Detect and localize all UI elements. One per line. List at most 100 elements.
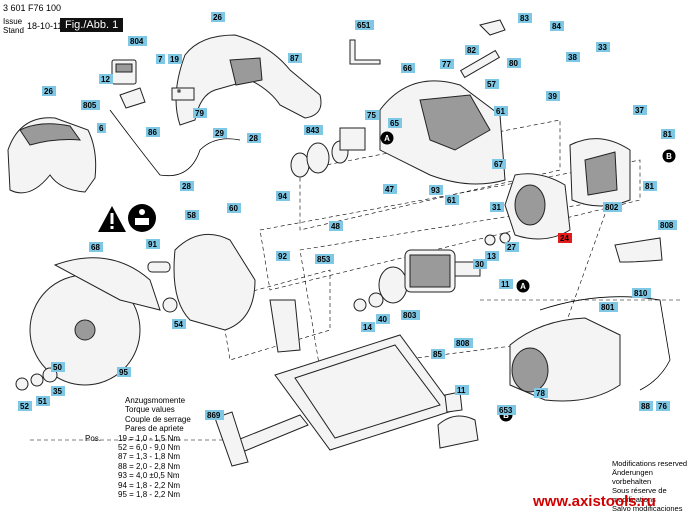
callout-label: 77 [440, 59, 454, 69]
svg-text:19: 19 [170, 55, 179, 64]
callout-label: 61 [494, 106, 508, 116]
top-handle [175, 34, 322, 126]
figure-label: Fig./Abb. 1 [60, 18, 124, 32]
callout-label: 82 [465, 45, 479, 55]
callout-label: 843 [304, 125, 323, 135]
brush-holder-housing [509, 317, 621, 402]
svg-text:31: 31 [492, 203, 501, 212]
svg-text:86: 86 [148, 128, 157, 137]
svg-text:76: 76 [658, 402, 667, 411]
callout-label: 61 [445, 195, 459, 205]
callout-label: 28 [247, 133, 261, 143]
svg-text:29: 29 [215, 129, 224, 138]
callout-label: 38 [566, 52, 580, 62]
torque-title-es: Pares de apriete [125, 424, 184, 434]
callout-label: 31 [490, 202, 504, 212]
modifications-note: Modifications reserved Änderungen vorbeh… [612, 459, 691, 513]
callout-label: 60 [227, 203, 241, 213]
svg-text:808: 808 [456, 339, 470, 348]
svg-text:48: 48 [331, 222, 340, 231]
svg-text:808: 808 [660, 221, 674, 230]
callout-label: 805 [81, 100, 100, 110]
callout-label: 67 [492, 159, 506, 169]
callout-label: 808 [658, 220, 677, 230]
svg-text:801: 801 [601, 303, 615, 312]
svg-text:40: 40 [378, 315, 387, 324]
saw-blade [29, 257, 161, 386]
lower-blade-guard [173, 233, 256, 331]
callout-label: 28 [180, 181, 194, 191]
svg-text:51: 51 [38, 397, 47, 406]
svg-text:67: 67 [494, 160, 503, 169]
svg-text:54: 54 [174, 320, 183, 329]
svg-text:869: 869 [207, 411, 221, 420]
modifications-en: Änderungen vorbehalten [612, 468, 653, 486]
svg-text:B: B [666, 152, 672, 161]
base-plate [269, 299, 456, 451]
svg-text:68: 68 [91, 243, 100, 252]
svg-text:26: 26 [44, 87, 53, 96]
svg-text:28: 28 [249, 134, 258, 143]
callout-label: 88 [639, 401, 653, 411]
warning-triangle-icon [98, 206, 126, 232]
callout-label: 66 [401, 63, 415, 73]
armature [378, 249, 481, 304]
svg-text:91: 91 [148, 240, 157, 249]
svg-text:33: 33 [598, 43, 607, 52]
callout-label: 78 [534, 388, 548, 398]
svg-text:14: 14 [363, 323, 372, 332]
svg-text:12: 12 [101, 75, 110, 84]
mains-cable [539, 296, 671, 391]
callout-label: 75 [365, 110, 379, 120]
callout-label: 13 [485, 251, 499, 261]
callout-label: 81 [643, 181, 657, 191]
svg-text:803: 803 [403, 311, 417, 320]
callout-label: 86 [146, 127, 160, 137]
svg-text:6: 6 [99, 124, 104, 133]
svg-text:27: 27 [507, 243, 516, 252]
svg-text:61: 61 [447, 196, 456, 205]
callout-label: 30 [473, 259, 487, 269]
svg-text:843: 843 [306, 126, 320, 135]
svg-text:30: 30 [475, 260, 484, 269]
callout-label: 33 [596, 42, 610, 52]
torque-row: 52 = 6,0 - 9,0 Nm [118, 443, 181, 453]
torque-title-de: Anzugsmomente [125, 396, 186, 405]
callout-label: 57 [485, 79, 499, 89]
callout-label: 804 [128, 36, 147, 46]
svg-text:92: 92 [278, 252, 287, 261]
callout-label: 80 [507, 58, 521, 68]
svg-text:60: 60 [229, 204, 238, 213]
part-number: 3 601 F76 100 [3, 3, 62, 13]
svg-text:66: 66 [403, 64, 412, 73]
callout-label: 83 [518, 13, 532, 23]
svg-text:11: 11 [457, 386, 466, 395]
svg-text:802: 802 [605, 203, 619, 212]
callout-label: 26 [42, 86, 56, 96]
callout-label: 94 [276, 191, 290, 201]
callout-label: 12 [99, 74, 113, 84]
svg-text:26: 26 [213, 13, 222, 22]
svg-text:77: 77 [442, 60, 451, 69]
rear-handle [7, 117, 97, 194]
callout-label: 81 [661, 129, 675, 139]
callout-label: 7 [156, 54, 165, 64]
callout-label: 85 [431, 349, 445, 359]
callout-label: 14 [361, 322, 375, 332]
callout-label: 853 [315, 254, 334, 264]
watermark-url[interactable]: www.axistools.ru [533, 493, 656, 510]
svg-text:38: 38 [568, 53, 577, 62]
letter-circle-b-icon: B [662, 149, 676, 163]
svg-text:853: 853 [317, 255, 331, 264]
torque-row: 94 = 1,8 - 2,2 Nm [118, 480, 181, 490]
svg-text:81: 81 [663, 130, 672, 139]
svg-text:57: 57 [487, 80, 496, 89]
callout-label: 35 [51, 386, 65, 396]
svg-text:94: 94 [278, 192, 287, 201]
callout-label: 29 [213, 128, 227, 138]
svg-text:52: 52 [20, 402, 29, 411]
nameplate [614, 237, 663, 263]
svg-text:35: 35 [53, 387, 62, 396]
